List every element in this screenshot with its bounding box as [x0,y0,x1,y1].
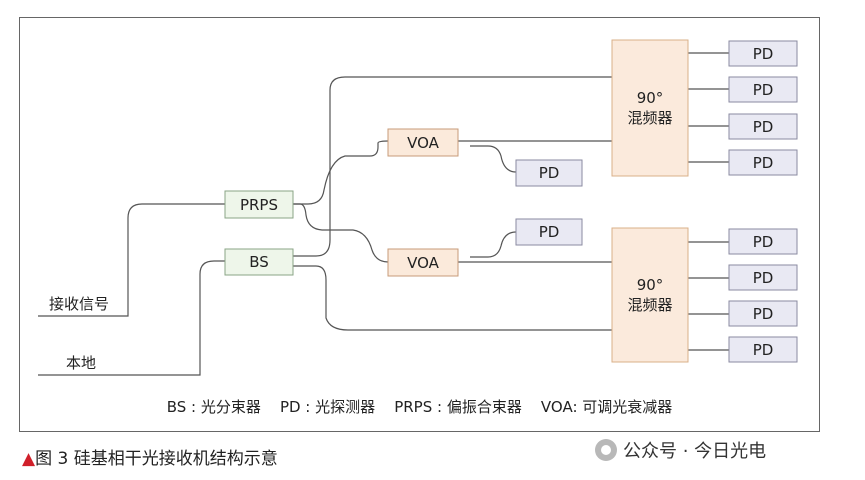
wechat-icon [595,439,617,461]
pd-out-4: PD [728,149,798,176]
svg-text:PD: PD [753,341,774,359]
svg-text:PD: PD [539,164,560,182]
svg-text:PD: PD [753,233,774,251]
watermark-text: 公众号 · 今日光电 [623,441,767,462]
local-line [38,260,225,376]
svg-text:PD: PD [753,154,774,172]
figure-caption: ▲图 3 硅基相干光接收机结构示意 [22,444,278,469]
caption-text: 图 3 硅基相干光接收机结构示意 [35,449,278,469]
pd-out-7: PD [728,300,798,327]
svg-text:VOA: VOA [407,254,440,272]
watermark: 公众号 · 今日光电 [595,436,845,464]
svg-text:PD: PD [753,118,774,136]
caption-marker: ▲ [22,449,36,469]
pd-out-1: PD [728,40,798,67]
voa-bottom-block: VOA [387,248,459,277]
svg-text:VOA: VOA [407,134,440,152]
diagram-frame [19,17,820,432]
svg-text:PD: PD [539,223,560,241]
svg-text:混频器: 混频器 [627,296,672,314]
svg-text:90°: 90° [637,89,664,107]
bs-block: BS [224,248,294,276]
pd-tap-bottom: PD [515,218,583,246]
svg-text:PD: PD [753,305,774,323]
pd-tap-top: PD [515,159,583,187]
svg-text:PD: PD [753,269,774,287]
mixer-bottom-block: 90° 混频器 [611,227,689,363]
pd-out-2: PD [728,76,798,103]
local-input-label: 本地 [66,354,96,372]
signal-input-label: 接收信号 [49,295,109,313]
voa-top-block: VOA [387,128,459,157]
pd-out-5: PD [728,228,798,255]
pd-out-6: PD [728,264,798,291]
svg-text:PD: PD [753,45,774,63]
signal-line [38,203,225,317]
svg-text:PD: PD [753,81,774,99]
pd-output-group: PD PD PD PD PD PD PD PD [728,40,798,363]
svg-text:混频器: 混频器 [627,109,672,127]
svg-text:BS: BS [249,253,269,271]
mixer-top-block: 90° 混频器 [611,39,689,177]
svg-text:PRPS: PRPS [240,196,278,214]
pd-out-8: PD [728,336,798,363]
diagram-legend: BS : 光分束器 PD : 光探测器 PRPS : 偏振合束器 VOA: 可调… [166,398,673,416]
svg-text:90°: 90° [637,276,664,294]
pd-out-3: PD [728,113,798,140]
prps-block: PRPS [224,190,294,219]
